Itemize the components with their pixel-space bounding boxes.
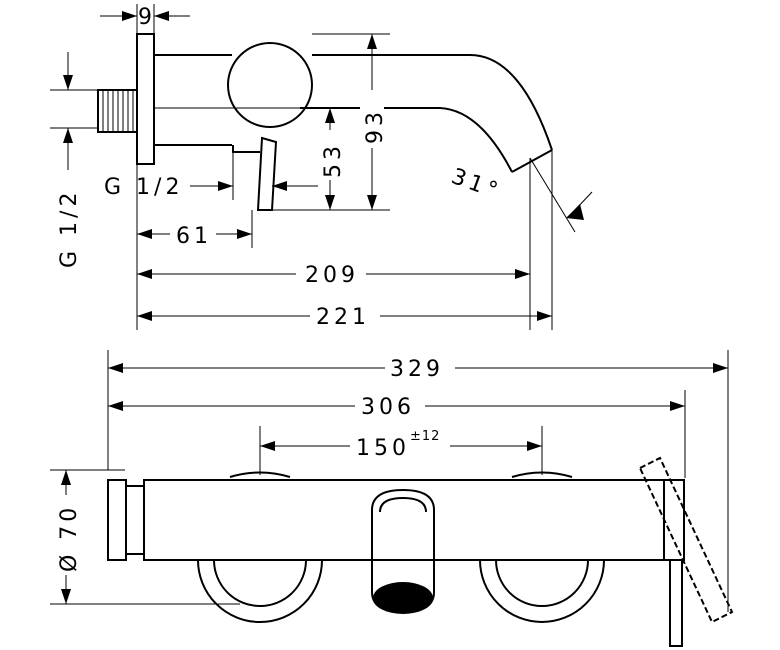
dim-306-label: 306 <box>361 395 415 420</box>
dim-diameter-label: Ø 70 <box>57 504 82 572</box>
right-rosette <box>479 471 605 623</box>
dim-209: 209 <box>137 262 530 288</box>
dim-329-label: 329 <box>390 357 444 382</box>
dim-53-93: 53 93 <box>154 33 390 211</box>
side-view: 9 G 1/2 G 1/2 <box>50 4 593 330</box>
dim-9: 9 <box>100 4 190 34</box>
wall-plate <box>136 33 155 165</box>
dim-g-half-vertical-label: G 1/2 <box>57 189 82 268</box>
mixer-body <box>154 42 553 211</box>
dim-221-label: 221 <box>316 305 370 330</box>
lever-rotated-dashed <box>638 456 734 624</box>
left-rosette <box>197 471 323 623</box>
dim-g-half-horizontal: G 1/2 <box>104 152 318 200</box>
dim-150-label: 150 <box>356 436 410 461</box>
left-end-cap <box>107 479 145 561</box>
dim-93-label: 93 <box>363 108 388 144</box>
dim-angle-label: 31° <box>448 164 504 205</box>
front-body <box>143 479 665 561</box>
front-view: 329 306 150 ±12 <box>50 350 734 647</box>
dim-angle: 31° <box>448 150 593 330</box>
spout-front <box>371 488 435 614</box>
dim-150: 150 ±12 <box>259 426 543 475</box>
right-handle <box>638 456 734 647</box>
dim-53-label: 53 <box>321 142 346 178</box>
dim-g-half-vertical: G 1/2 <box>50 52 98 268</box>
dim-221: 221 <box>137 304 552 330</box>
dim-329: 329 <box>107 350 729 612</box>
dim-306: 306 <box>108 390 686 478</box>
dim-150-tolerance: ±12 <box>410 429 440 444</box>
dim-61-label: 61 <box>176 224 212 249</box>
threaded-inlet <box>97 89 138 133</box>
dim-9-label: 9 <box>138 5 156 30</box>
dim-diameter: Ø 70 <box>50 469 240 605</box>
dim-209-label: 209 <box>305 263 359 288</box>
dim-61: 61 <box>136 164 253 330</box>
spout-outlet <box>373 582 433 614</box>
dim-g-half-horizontal-label: G 1/2 <box>104 175 183 200</box>
